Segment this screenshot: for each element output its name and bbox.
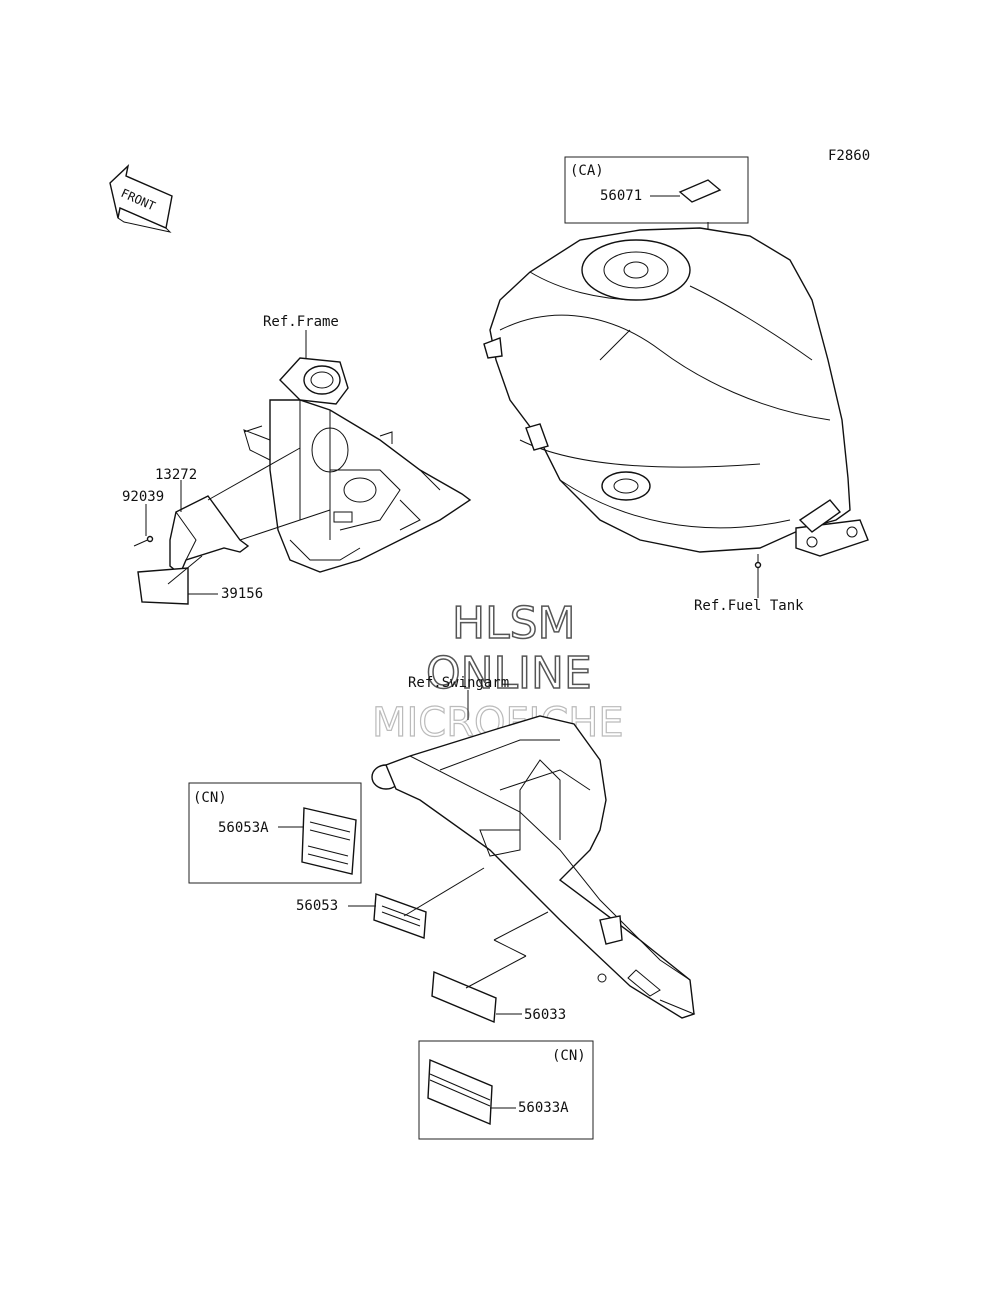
ref-swingarm-label: Ref.Swingarm [408,675,509,691]
cn-region-label-2: (CN) [552,1048,586,1064]
watermark-line1: HLSM [452,598,576,649]
watermark: HLSM ONLINE MICROFICHE [371,597,624,746]
label-56033-sticker [431,970,497,1024]
swingarm-assembly: Ref.Swingarm (CN) 56053A [188,675,696,1140]
ref-frame-label: Ref.Frame [263,314,339,330]
fuel-tank-assembly: (CA) 56071 Ref.Fuel Tank [483,156,869,614]
ref-fuel-tank-label: Ref.Fuel Tank [694,598,804,614]
label-56053-sticker [373,893,427,939]
ca-label-box [564,156,749,224]
front-arrow-icon: FRONT [109,163,173,233]
cn-lower-label-box [418,1040,594,1140]
part-56053a-label: 56053A [218,820,269,836]
part-92039-label: 92039 [122,489,164,505]
part-56033a-label: 56033A [518,1100,569,1116]
part-39156-label: 39156 [221,586,263,602]
part-13272-label: 13272 [155,467,197,483]
cn-swingarm-label-box [188,782,362,884]
ca-region-label: (CA) [570,163,604,179]
watermark-line2: ONLINE [426,648,592,699]
frame-assembly: Ref.Frame 13272 92039 39156 [122,314,472,605]
part-56053-label: 56053 [296,898,338,914]
figure-code: F2860 [828,148,870,164]
part-56071-label: 56071 [600,188,642,204]
label-56033a-sticker [427,1058,493,1126]
cn-region-label-1: (CN) [193,790,227,806]
label-56053a-sticker [301,807,357,875]
part-56033-label: 56033 [524,1007,566,1023]
